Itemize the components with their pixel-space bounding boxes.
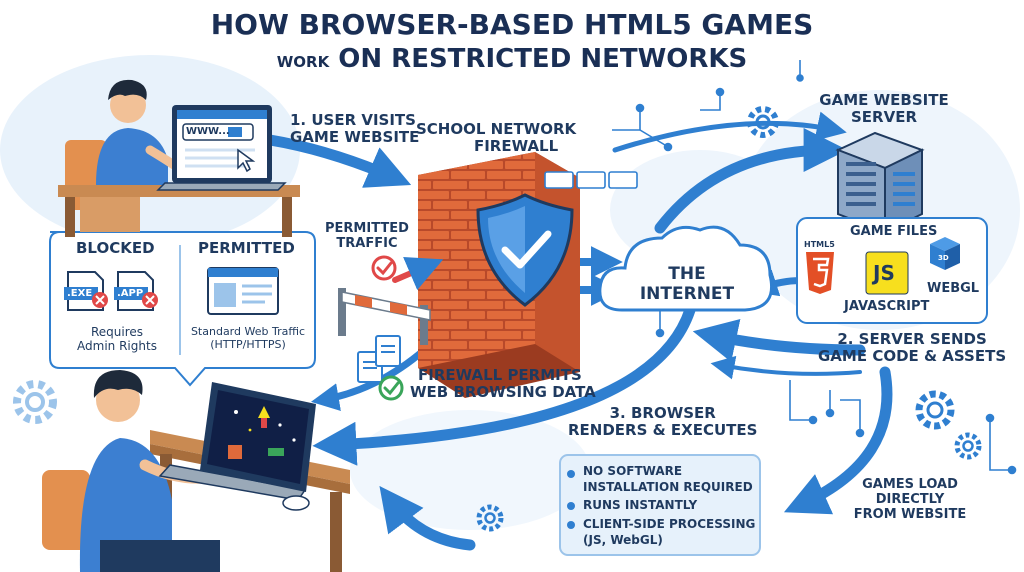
permitted-description: Standard Web Traffic (HTTP/HTTPS)	[183, 325, 313, 351]
step-3-label: 3. BROWSER RENDERS & EXECUTES	[568, 404, 758, 440]
exe-label: .EXE	[67, 288, 93, 299]
title-line-1: HOW BROWSER-BASED HTML5 GAMES	[210, 8, 814, 41]
server-building-icon	[835, 131, 925, 234]
check-circle-green-icon	[378, 375, 404, 401]
app-label: .APP	[117, 288, 144, 299]
bullet-dot	[567, 521, 575, 529]
permitted-arrow	[392, 256, 444, 291]
arrow-internet-to-laptop	[312, 304, 696, 466]
title-line-2: WORK ON RESTRICTED NETWORKS	[0, 44, 1024, 74]
step-2-line-2: GAME CODE & ASSETS	[818, 347, 1007, 366]
browser-window-icon	[207, 267, 279, 315]
games-load-line-2: DIRECTLY	[875, 491, 945, 507]
firewall-label-line-2: FIREWALL	[473, 137, 559, 156]
gear-icon	[476, 504, 504, 532]
browser-url: WWW...	[186, 126, 230, 137]
permitted-desc-line-1: Standard Web Traffic	[190, 325, 306, 338]
step-1-line-1: 1. USER VISITS	[290, 111, 416, 129]
blocked-title: BLOCKED	[76, 239, 155, 257]
server-label-line-2: SERVER	[850, 108, 917, 127]
data-packets	[544, 171, 638, 189]
benefit-item: CLIENT-SIDE PROCESSING	[583, 517, 756, 531]
internet-line-2: INTERNET	[639, 283, 735, 304]
app-file-icon	[114, 271, 158, 311]
benefits-panel	[559, 454, 761, 556]
internet-line-1: THE	[668, 264, 706, 284]
step-3-line-2: RENDERS & EXECUTES	[568, 421, 758, 440]
step-1-line-2: GAME WEBSITE	[290, 128, 420, 147]
cloud-icon	[598, 225, 773, 312]
permitted-traffic-line-1: PERMITTED	[325, 221, 409, 236]
gear-icon	[13, 380, 57, 424]
step-2-label: 2. SERVER SENDS GAME CODE & ASSETS	[818, 330, 1007, 366]
game-files-title: GAME FILES	[850, 224, 938, 239]
arrow-benefits	[379, 485, 476, 551]
blocked-desc-line-1: Requires	[90, 325, 144, 339]
server-label: GAME WEBSITE SERVER	[809, 91, 959, 127]
js-badge: JS	[873, 261, 895, 285]
flow-arrows	[264, 111, 893, 551]
firewall-permits-line-2: WEB BROWSING DATA	[410, 383, 596, 402]
barrier-icon	[338, 288, 431, 345]
step-2-line-1: 2. SERVER SENDS	[837, 330, 987, 348]
cube-label: 3D	[938, 254, 949, 262]
step-1-label: 1. USER VISITS GAME WEBSITE	[290, 111, 420, 147]
games-load-line-3: FROM WEBSITE	[853, 506, 967, 522]
js-icon	[865, 251, 909, 295]
bullet-dot	[567, 502, 575, 510]
bullet-dot	[567, 470, 575, 478]
benefit-item: INSTALLATION REQUIRED	[583, 480, 753, 494]
arrow-download	[783, 366, 893, 515]
shield-icon	[476, 193, 574, 307]
check-circle-red-icon	[371, 255, 397, 281]
firewall-label-line-1: SCHOOL NETWORK	[416, 120, 577, 138]
title-line-2-big: ON RESTRICTED NETWORKS	[338, 44, 748, 74]
gear-icon	[954, 432, 982, 460]
benefit-item: NO SOFTWARE	[583, 464, 683, 478]
gear-icon	[915, 390, 955, 430]
permitted-traffic-label: PERMITTED TRAFFIC	[325, 221, 409, 252]
webgl-label: WEBGL	[927, 281, 980, 296]
arrow-top-sweep	[612, 111, 847, 153]
firewall-permits-line-1: FIREWALL PERMITS	[418, 366, 582, 384]
permitted-traffic-line-2: TRAFFIC	[336, 235, 398, 251]
arrow-internet-to-server	[654, 128, 848, 234]
server-label-line-1: GAME WEBSITE	[819, 91, 949, 109]
step-3-line-1: 3. BROWSER	[609, 404, 716, 422]
firewall-label: SCHOOL NETWORK FIREWALL	[416, 120, 577, 156]
cursor-icon	[237, 148, 256, 173]
permitted-desc-line-2: (HTTP/HTTPS)	[210, 337, 286, 351]
blocked-description: Requires Admin Rights	[58, 325, 176, 354]
benefit-item: (JS, WebGL)	[583, 533, 663, 547]
firewall-permits-label: FIREWALL PERMITS WEB BROWSING DATA	[410, 366, 596, 402]
arrow-server-sends-2	[710, 355, 862, 380]
arrow-server-sends	[692, 319, 866, 363]
games-load-line-1: GAMES LOAD	[862, 477, 958, 492]
games-load-label: GAMES LOAD DIRECTLY FROM WEBSITE	[845, 477, 975, 523]
webgl-cube-icon	[930, 237, 960, 270]
user-at-desk-bottom	[42, 370, 350, 572]
html5-label: HTML5	[804, 240, 835, 249]
title-line-2-small: WORK	[276, 53, 330, 71]
html5-icon	[806, 252, 834, 294]
javascript-label: JAVASCRIPT	[844, 299, 930, 314]
blocked-desc-line-2: Admin Rights	[77, 338, 157, 353]
document-icon	[357, 335, 401, 383]
arrow-user-to-firewall	[264, 134, 412, 188]
benefit-item: RUNS INSTANTLY	[583, 498, 698, 512]
permitted-title: PERMITTED	[198, 239, 295, 257]
internet-label: THE INTERNET	[632, 264, 742, 304]
exe-file-icon	[64, 271, 108, 311]
